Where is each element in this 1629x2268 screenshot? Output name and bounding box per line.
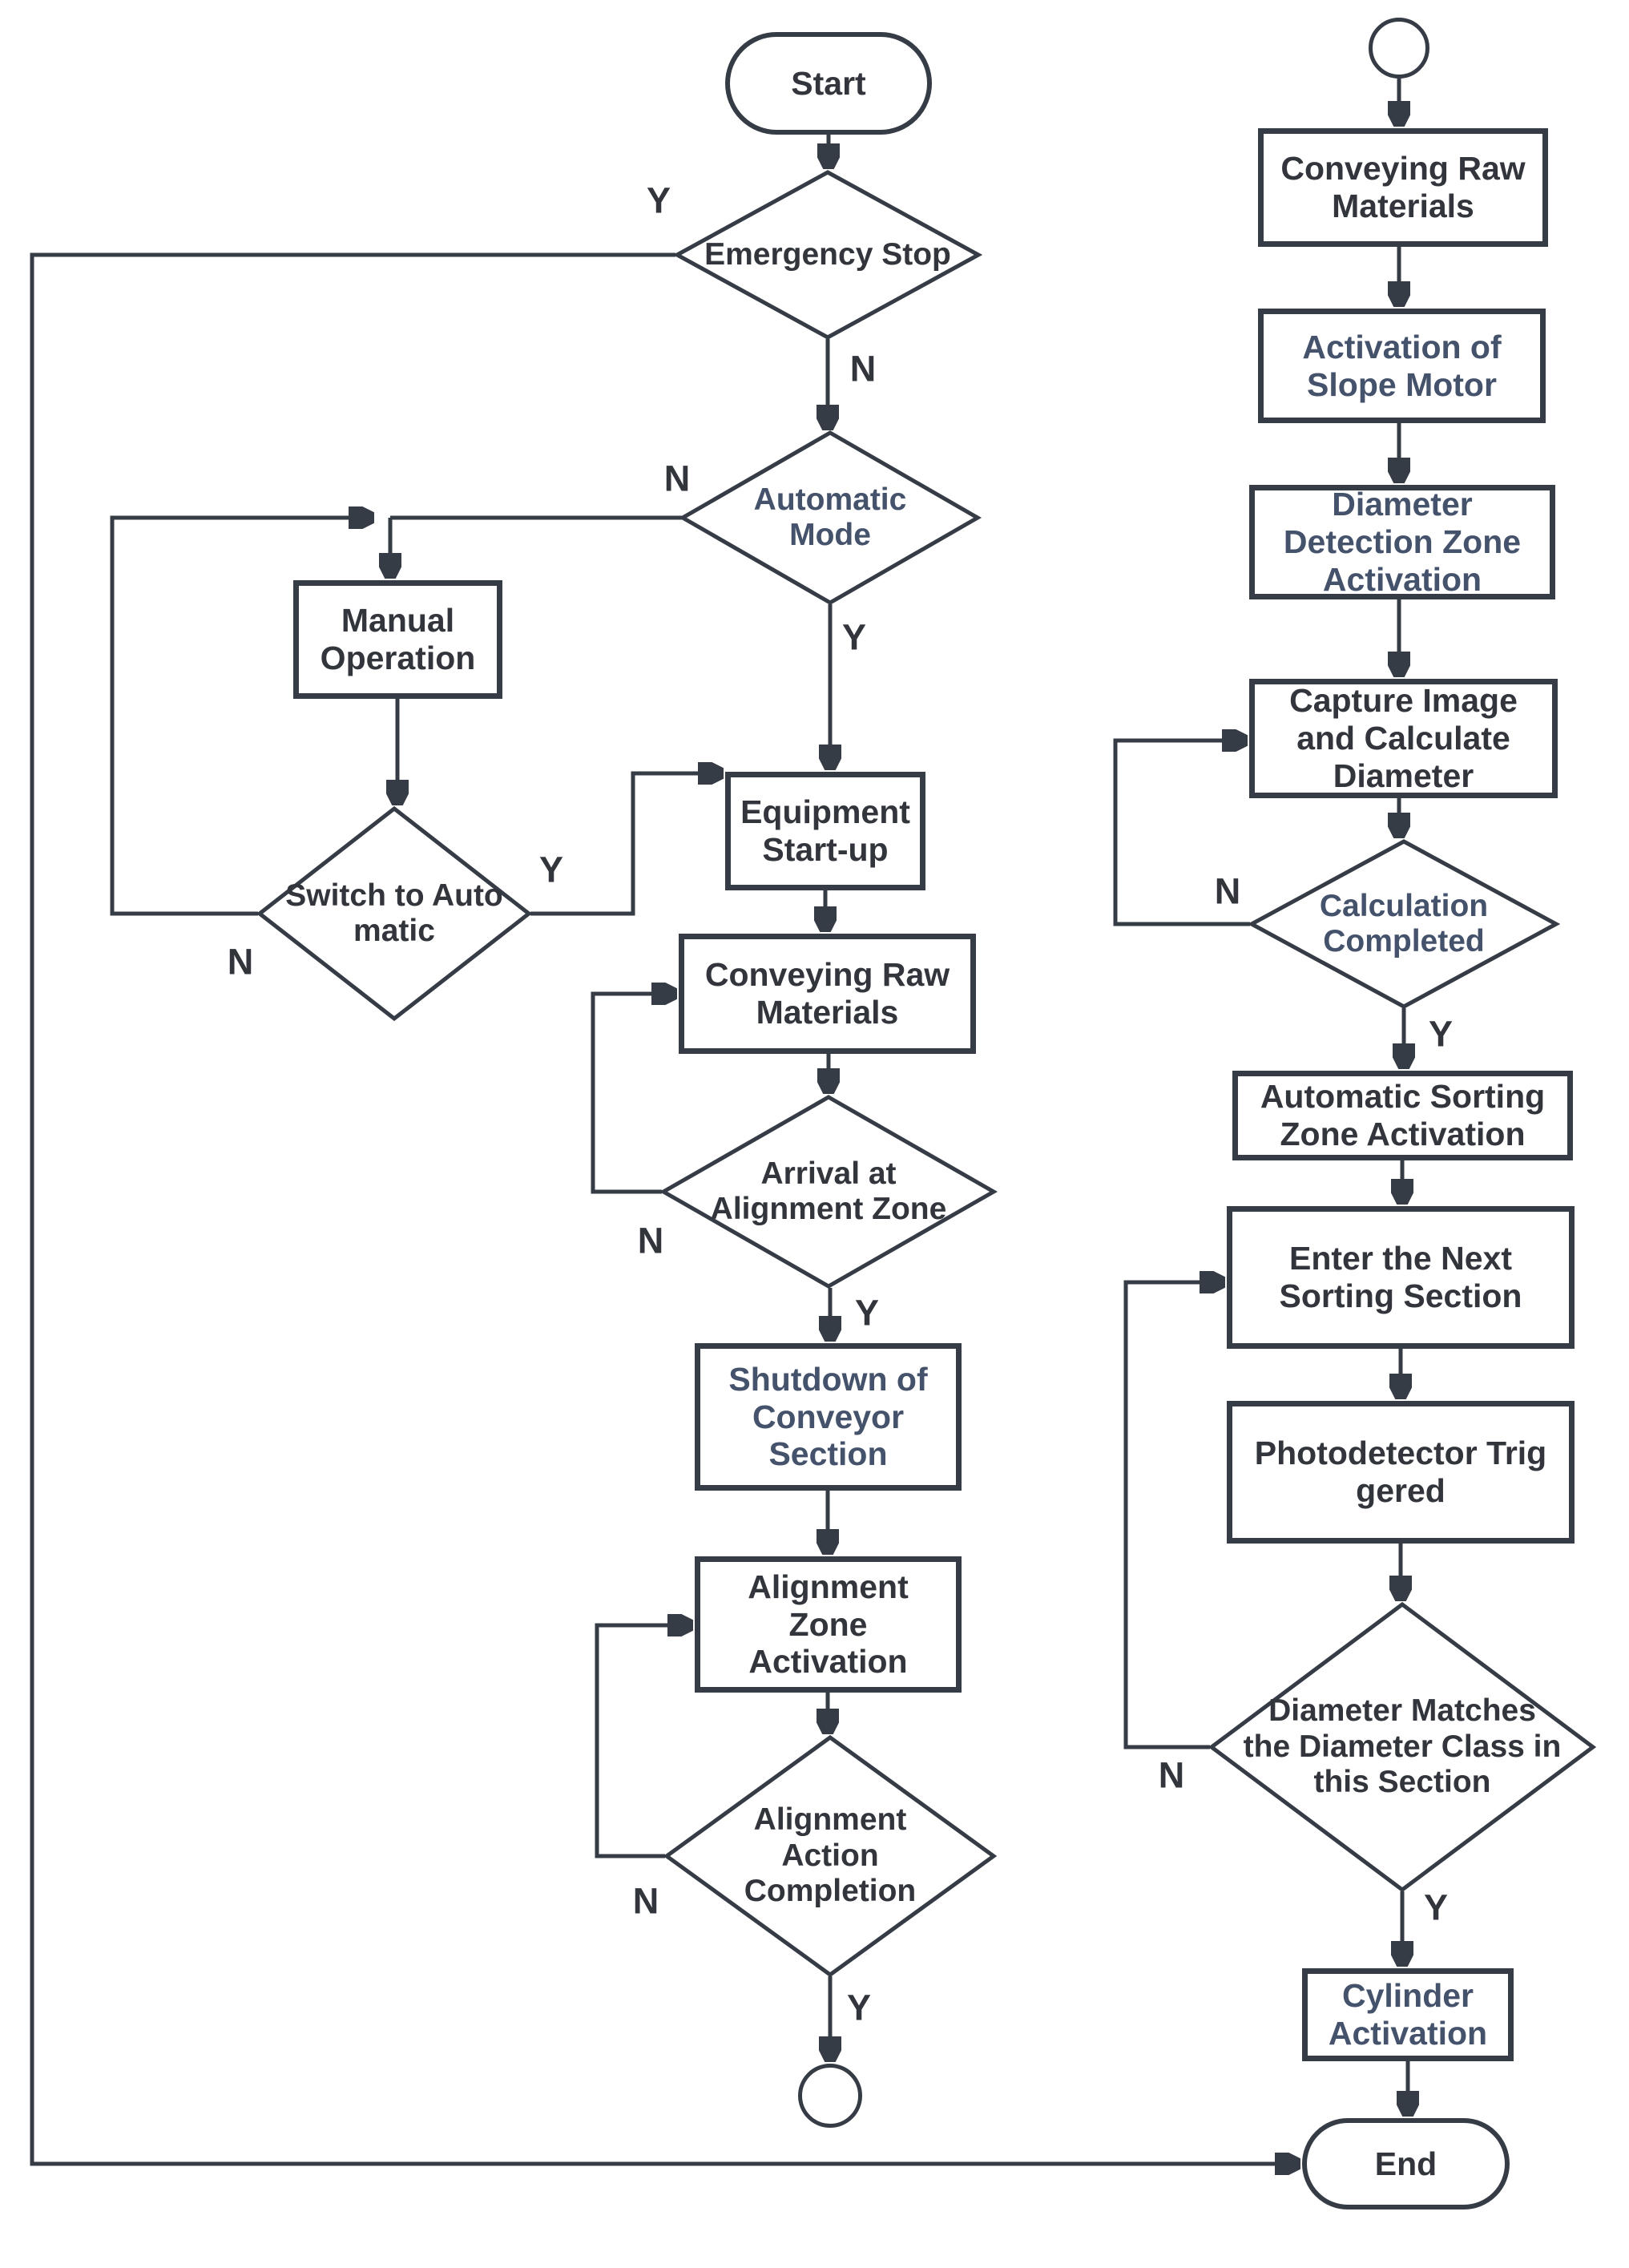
diameter-matches-decision-shape [1208, 1601, 1597, 1893]
automatic-mode-decision-label: Automatic Mode [753, 482, 907, 552]
conveying-raw-materials-right-process-label: Conveying Raw Materials [1280, 150, 1526, 224]
switch-to-automatic-no-label: N [227, 941, 254, 983]
alignment-zone-activation-process-label: Alignment Zone Activation [748, 1568, 909, 1681]
alignment-zone-activation-process: Alignment Zone Activation [695, 1556, 962, 1693]
automatic-sorting-zone-activation-process: Automatic Sorting Zone Activation [1232, 1071, 1573, 1160]
manual-operation-process-label: Manual Operation [320, 602, 476, 676]
switch-to-automatic-decision-shape [256, 805, 533, 1022]
conveying-raw-materials-left-process: Conveying Raw Materials [679, 934, 976, 1054]
diameter-detection-zone-activation-process-label: Diameter Detection Zone Activation [1283, 486, 1522, 598]
manual-operation-process: Manual Operation [293, 580, 502, 699]
automatic-mode-no-label: N [663, 458, 691, 499]
diameter-matches-decision: Diameter Matches the Diameter Class in t… [1208, 1601, 1597, 1893]
enter-the-next-sorting-section-process-label: Enter the Next Sorting Section [1279, 1240, 1522, 1314]
activation-of-slope-motor-process: Activation of Slope Motor [1258, 309, 1546, 423]
emergency-stop-decision-label: Emergency Stop [704, 236, 951, 272]
arrival-at-alignment-zone-decision-shape [659, 1095, 998, 1289]
alignment-action-completion-decision: Alignment Action Completion [663, 1734, 998, 1978]
calculation-completed-yes-label: Y [1428, 1013, 1454, 1055]
automatic-mode-yes-label: Y [841, 616, 867, 658]
capture-image-and-calculate-diameter-process-label: Capture Image and Calculate Diameter [1289, 682, 1518, 794]
enter-the-next-sorting-section-process: Enter the Next Sorting Section [1227, 1206, 1575, 1349]
alignment-action-completion-decision-shape [663, 1734, 998, 1978]
shutdown-of-conveyor-section-process: Shutdown of Conveyor Section [695, 1343, 962, 1491]
diameter-matches-no-label: N [1158, 1754, 1185, 1796]
cylinder-activation-process-label: Cylinder Activation [1328, 1977, 1488, 2052]
calculation-completed-decision-shape [1247, 839, 1561, 1009]
arrival-at-alignment-zone-decision-label: Arrival at Alignment Zone [710, 1156, 947, 1226]
shutdown-of-conveyor-section-process-label: Shutdown of Conveyor Section [728, 1360, 928, 1473]
start-terminal: Start [725, 32, 932, 135]
diameter-matches-yes-label: Y [1423, 1887, 1449, 1928]
alignment-completion-no-label: N [632, 1880, 659, 1922]
conveying-raw-materials-left-process-label: Conveying Raw Materials [704, 956, 950, 1031]
photodetector-triggered-process-label: Photodetector Trig gered [1254, 1435, 1547, 1509]
diameter-matches-decision-label: Diameter Matches the Diameter Class in t… [1243, 1693, 1562, 1800]
emergency-stop-no-label: N [849, 348, 877, 389]
calculation-completed-no-label: N [1214, 870, 1241, 912]
calculation-completed-decision: Calculation Completed [1247, 839, 1561, 1009]
conveying-raw-materials-right-process: Conveying Raw Materials [1258, 128, 1548, 247]
arrival-at-alignment-zone-decision: Arrival at Alignment Zone [659, 1095, 998, 1289]
switch-to-automatic-yes-label: Y [538, 849, 564, 890]
end-terminal-label: End [1374, 2145, 1437, 2182]
arrival-at-alignment-no-label: N [637, 1220, 664, 1261]
emergency-stop-decision-shape [672, 170, 983, 340]
alignment-action-completion-decision-label: Alignment Action Completion [744, 1802, 917, 1909]
switch-to-automatic-decision: Switch to Auto matic [256, 805, 533, 1022]
automatic-sorting-zone-activation-process-label: Automatic Sorting Zone Activation [1260, 1078, 1546, 1152]
emergency-stop-yes-label: Y [646, 180, 671, 221]
diameter-detection-zone-activation-process: Diameter Detection Zone Activation [1249, 485, 1555, 599]
capture-image-and-calculate-diameter-process: Capture Image and Calculate Diameter [1249, 679, 1558, 798]
off-page-connector-right [1369, 18, 1429, 79]
cylinder-activation-process: Cylinder Activation [1302, 1968, 1514, 2061]
end-terminal: End [1302, 2118, 1510, 2209]
arrival-at-alignment-yes-label: Y [854, 1292, 880, 1334]
equipment-start-up-process: Equipment Start-up [725, 772, 925, 890]
automatic-mode-decision-shape [678, 430, 982, 605]
alignment-completion-yes-label: Y [846, 1987, 872, 2028]
photodetector-triggered-process: Photodetector Trig gered [1227, 1401, 1575, 1544]
start-terminal-label: Start [791, 64, 866, 102]
activation-of-slope-motor-process-label: Activation of Slope Motor [1302, 328, 1502, 403]
equipment-start-up-process-label: Equipment Start-up [740, 793, 910, 868]
automatic-mode-decision: Automatic Mode [678, 430, 982, 605]
switch-to-automatic-decision-label: Switch to Auto matic [285, 878, 503, 948]
emergency-stop-decision: Emergency Stop [672, 170, 983, 340]
off-page-connector-left [798, 2064, 862, 2128]
calculation-completed-decision-label: Calculation Completed [1319, 888, 1489, 958]
